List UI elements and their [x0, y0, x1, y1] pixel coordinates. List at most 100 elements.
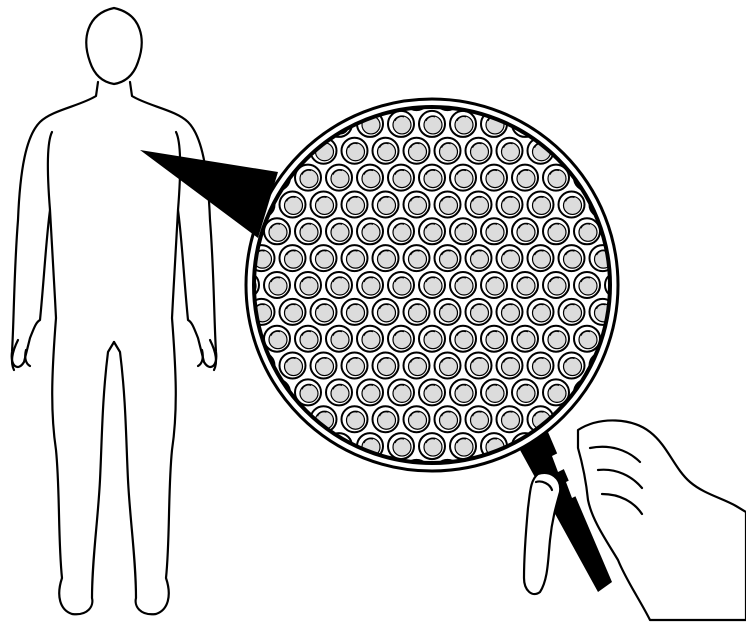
cell: [311, 299, 337, 325]
cell: [497, 299, 523, 325]
cell: [357, 379, 383, 405]
cell: [295, 218, 321, 244]
cell: [388, 379, 414, 405]
cell: [404, 299, 430, 325]
holding-hand: [524, 420, 746, 620]
cell: [388, 165, 414, 191]
cell: [512, 165, 538, 191]
cell: [466, 406, 492, 432]
cell: [404, 191, 430, 217]
cell: [466, 299, 492, 325]
cell: [295, 272, 321, 298]
cell: [342, 406, 368, 432]
cell: [419, 165, 445, 191]
cell: [249, 245, 275, 271]
cell: [528, 245, 554, 271]
magnifier-lens: [233, 84, 631, 486]
cell: [559, 299, 585, 325]
cell: [497, 353, 523, 379]
cell: [388, 111, 414, 137]
cell: [388, 272, 414, 298]
cell: [295, 326, 321, 352]
cell: [326, 326, 352, 352]
cell: [497, 245, 523, 271]
cell: [543, 272, 569, 298]
cell: [590, 299, 616, 325]
cell: [311, 245, 337, 271]
cell: [311, 191, 337, 217]
cell: [326, 272, 352, 298]
cell: [264, 218, 290, 244]
cell: [512, 379, 538, 405]
cell: [466, 245, 492, 271]
cell: [388, 433, 414, 459]
cell: [342, 245, 368, 271]
cell: [373, 353, 399, 379]
cell: [574, 326, 600, 352]
cell: [357, 165, 383, 191]
cell: [435, 406, 461, 432]
cell: [419, 433, 445, 459]
cell: [404, 353, 430, 379]
cell: [559, 353, 585, 379]
cell: [280, 299, 306, 325]
cell: [357, 272, 383, 298]
cell: [264, 272, 290, 298]
cell: [326, 165, 352, 191]
cell: [497, 406, 523, 432]
cell: [450, 326, 476, 352]
cell: [435, 191, 461, 217]
cell: [466, 138, 492, 164]
cell: [419, 326, 445, 352]
cell: [590, 245, 616, 271]
cell: [249, 299, 275, 325]
cell: [481, 326, 507, 352]
cell: [512, 218, 538, 244]
cell: [574, 272, 600, 298]
cell: [450, 379, 476, 405]
cell: [373, 299, 399, 325]
cell: [497, 191, 523, 217]
cell: [466, 353, 492, 379]
cell: [342, 299, 368, 325]
cell: [264, 326, 290, 352]
cell: [481, 379, 507, 405]
cell: [280, 245, 306, 271]
cell: [450, 218, 476, 244]
cell: [357, 326, 383, 352]
head: [86, 8, 141, 84]
cell: [481, 165, 507, 191]
cell: [528, 353, 554, 379]
cell: [357, 218, 383, 244]
cell: [280, 353, 306, 379]
cell: [512, 272, 538, 298]
cell: [528, 299, 554, 325]
cell: [435, 353, 461, 379]
cell: [373, 245, 399, 271]
cell: [326, 218, 352, 244]
cell: [466, 191, 492, 217]
cell: [388, 326, 414, 352]
cell: [528, 191, 554, 217]
cell: [543, 218, 569, 244]
cell: [559, 245, 585, 271]
cell: [559, 191, 585, 217]
cell: [419, 272, 445, 298]
cell: [435, 138, 461, 164]
cell: [450, 433, 476, 459]
cell: [481, 218, 507, 244]
cell: [450, 272, 476, 298]
cell: [435, 245, 461, 271]
cell: [373, 191, 399, 217]
cell: [342, 191, 368, 217]
cell: [574, 218, 600, 244]
cell: [373, 138, 399, 164]
cell: [388, 218, 414, 244]
cell: [373, 406, 399, 432]
cell: [342, 138, 368, 164]
cell: [481, 272, 507, 298]
body-left-side: [12, 82, 114, 614]
cell: [419, 218, 445, 244]
